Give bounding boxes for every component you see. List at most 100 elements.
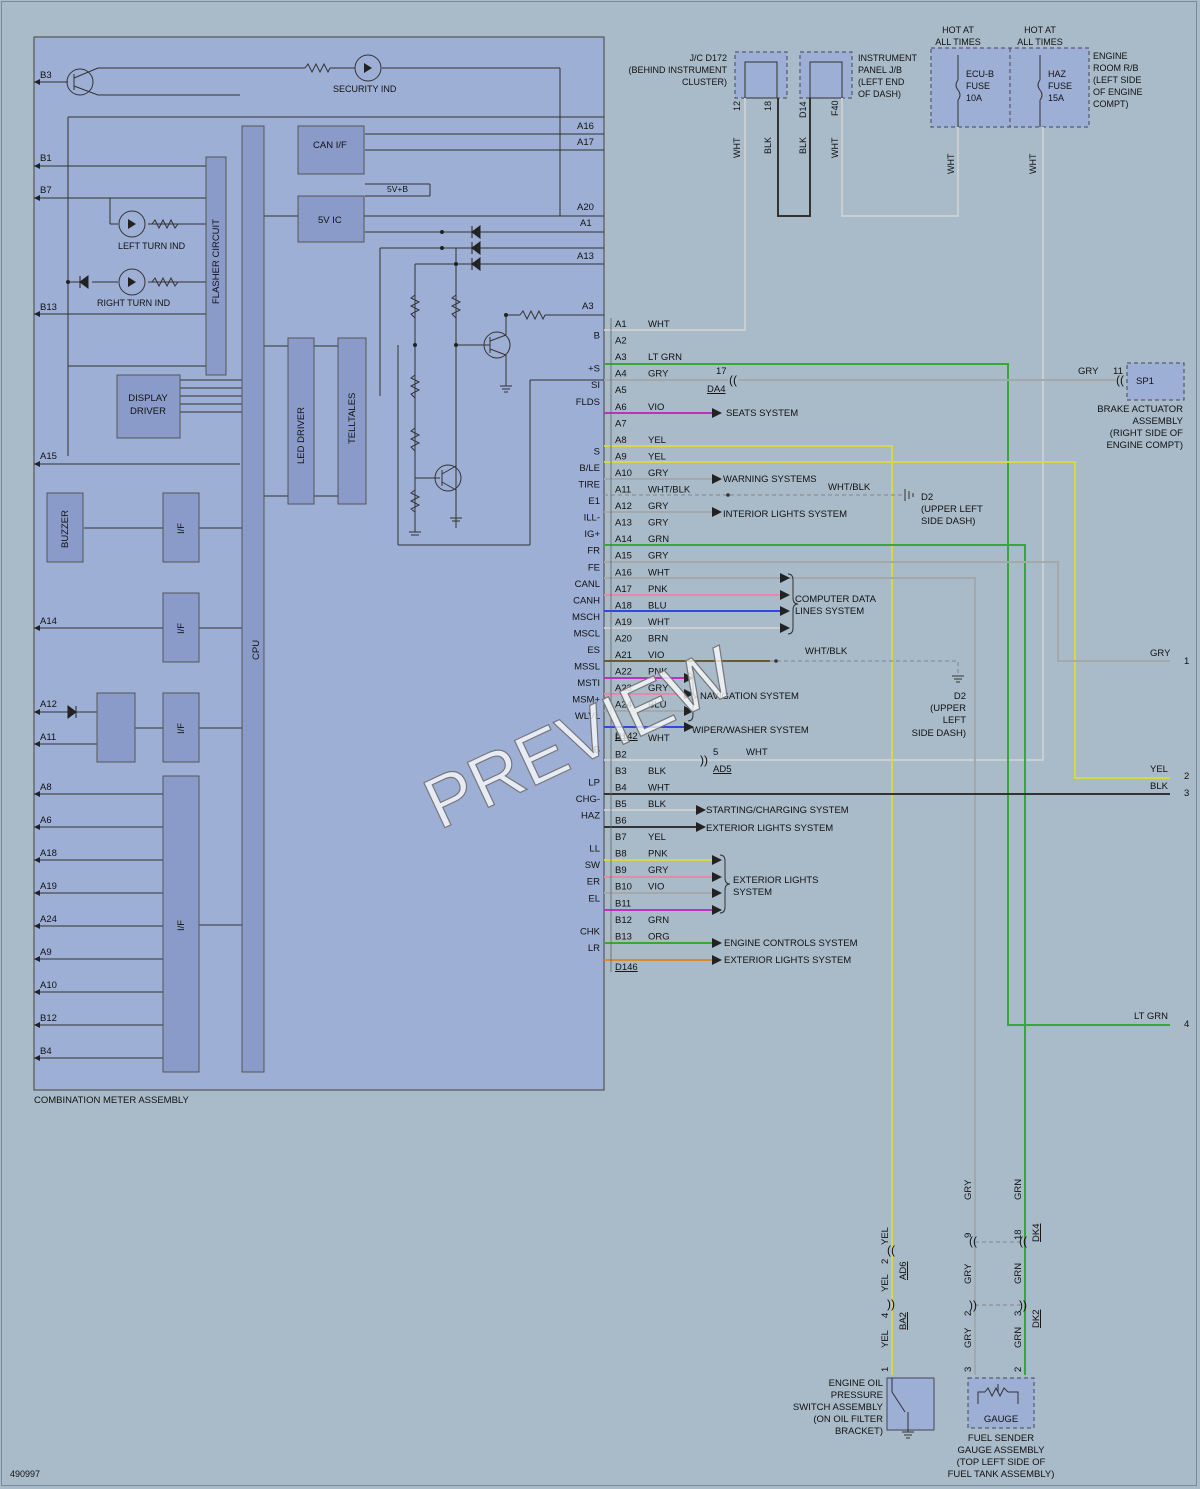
hot-1b: ALL TIMES [935,37,981,47]
buzzer-block [46,492,84,563]
fuel-pin-3: 3 [963,1367,974,1372]
pin-signal-name: MSCH [572,612,600,623]
meter-box [33,36,605,1091]
pin-wire-color: GRY [648,501,669,512]
transistor-b3 [66,67,99,96]
oil-4: (ON OIL FILTER [813,1414,883,1425]
sp1-label: SP1 [1136,376,1154,387]
pin-number: A8 [615,435,627,446]
connector-ad5-symbol: )) [700,753,708,767]
pin-label: A16 [577,121,594,132]
pin-wire-color: YEL [648,451,666,462]
pin-signal-name: E1 [588,496,600,507]
erb-5: COMPT) [1093,99,1129,109]
hot-labels: HOT AT ALL TIMES HOT AT ALL TIMES [935,25,1063,47]
pin-signal-name: LP [588,777,600,788]
can-if-block [297,125,365,175]
pin-number: B8 [615,849,627,860]
wire-ltgrn-a3 [604,363,1170,1026]
hot-2b: ALL TIMES [1017,37,1063,47]
bottom-wire: YEL [880,1274,891,1292]
buzzer-label: BUZZER [60,510,71,548]
pin-number: B3 [615,766,627,777]
erb-2: ROOM R/B [1093,63,1139,73]
telltales-label: TELLTALES [347,393,358,444]
pin-signal-name: MSCL [574,628,600,639]
pin: 18 [763,101,773,111]
fuse-symbols [955,55,1043,127]
sp1-box [1126,362,1185,401]
pin-number: B13 [615,931,632,942]
led-driver-block [287,337,315,505]
dk4-name: DK4 [1031,1224,1042,1242]
ecu-fuse-rating: 10A [966,93,982,103]
pin-label: A12 [40,699,57,710]
connector-d146: D146 [615,962,638,973]
pin-signal-name: ES [587,645,600,656]
fuel-4: FUEL TANK ASSEMBLY) [948,1469,1055,1480]
resistors [151,62,546,513]
pin-number: B1 [615,733,627,744]
pin-label: A20 [577,202,594,213]
dest-engine-controls: ENGINE CONTROLS SYSTEM [724,938,858,949]
top-pin-labels: 12 18 D14 F40 WHT BLK BLK WHT WHT WHT [732,100,1038,174]
pin-number: B11 [615,898,631,909]
gp2-desc-2: LEFT [943,715,966,726]
pin-label: A6 [40,815,52,826]
wire-gry-a15 [604,561,1170,662]
wires [604,98,1170,1375]
cpu-label: CPU [251,640,262,660]
transistor-a3 [483,331,511,359]
left-turn-indicator: LEFT TURN IND [118,210,186,251]
connector-ad5: AD5 [713,764,731,775]
ecu-fuse-type: FUSE [966,81,990,91]
meter-grounds [409,380,512,536]
bottom-wire: GRN [1013,1327,1024,1348]
dest-navigation: NAVIGATION SYSTEM [700,691,799,702]
meter-block-labels: CAN I/F 5V IC 5V+B FLASHER CIRCUIT DISPL… [60,140,408,931]
pin-signal-name: MSTI [577,678,600,689]
pin-label: A18 [40,848,57,859]
pin-signal-name: B/LE [579,463,600,474]
pin-wire-color: WHT/BLK [648,485,691,496]
pin-number: B6 [615,816,627,827]
pin-wire-color: VIO [648,650,664,661]
pin-number: A21 [615,650,632,661]
pin-wire-color: BLK [648,766,667,777]
pin-number: A2 [615,336,627,347]
pin-signal-name: MSM+ [572,695,600,706]
ground-symbols [904,489,964,683]
sp1-pin: 11 [1113,366,1123,377]
pin-wire-color: WHT [648,782,670,793]
pin-number: B5 [615,799,627,810]
dk2-symbol-b: )) [1019,1298,1027,1312]
bottom-wire: GRY [963,1327,974,1348]
if-label-2: I/F [176,623,187,634]
pin-number: A10 [615,468,632,479]
connector-ad5-wire: WHT [746,747,768,758]
connector-ad5-pin: 5 [713,747,718,758]
wire-wht-ecu [841,98,959,217]
ipjb-2: PANEL J/B [858,65,902,75]
pin: F40 [830,100,840,116]
pin-number: B7 [615,832,627,843]
sp1-symbol: (( [1116,373,1124,387]
pin-signal-name: FLDS [576,397,600,408]
pin-wire-color: BRN [648,633,668,644]
meter-title: COMBINATION METER ASSEMBLY [34,1095,190,1106]
pin-label: A3 [582,301,594,312]
pin-wire-color: GRY [648,551,669,562]
pin-label: A10 [40,980,57,991]
brake-1: BRAKE ACTUATOR [1097,404,1183,415]
pin-number: B4 [615,782,627,793]
erb-4: OF ENGINE [1093,87,1143,97]
ground-point-labels: WHT/BLK D2 (UPPER LEFT SIDE DASH) WHT/BL… [805,482,983,739]
bottom-wire: GRY [963,1263,974,1284]
dest-exterior-group-1: EXTERIOR LIGHTS [733,875,819,886]
pin-signal-name: FR [587,546,600,557]
pin-label: B7 [40,185,52,196]
dk2-name: DK2 [1031,1310,1042,1328]
pin-label: A8 [40,782,52,793]
